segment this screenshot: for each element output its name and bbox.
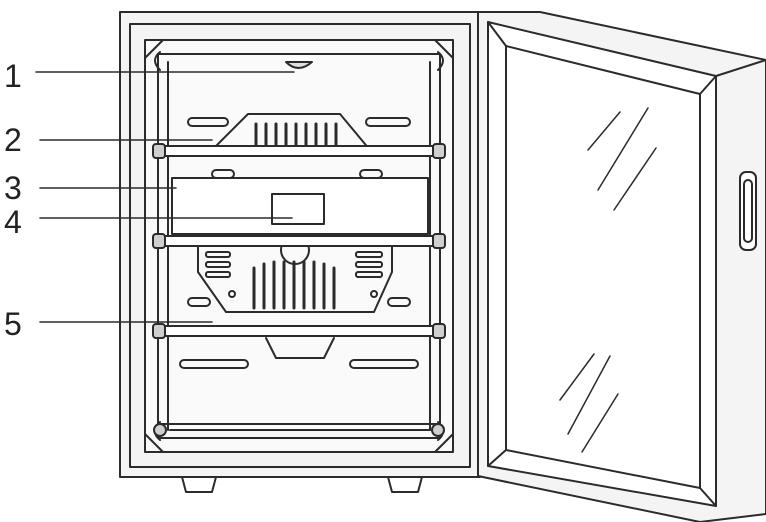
glass-door <box>477 11 766 522</box>
callout-number-1: 1 <box>4 58 22 94</box>
temperature-display <box>271 193 325 225</box>
glass-reflection <box>559 107 657 453</box>
shelf-upper <box>152 143 446 159</box>
door-handle <box>739 171 757 251</box>
wall-vent-slots <box>179 117 419 369</box>
shelf-lower <box>152 323 446 359</box>
interior-light <box>285 61 313 69</box>
callout-number-2: 2 <box>4 122 22 158</box>
shelf-middle <box>152 233 446 249</box>
callout-number-5: 5 <box>4 306 22 342</box>
callout-number-4: 4 <box>4 204 22 240</box>
cabinet-feet <box>181 476 423 493</box>
callout-number-3: 3 <box>4 170 22 206</box>
cabinet-floor <box>153 423 445 437</box>
leader-lines <box>35 71 295 323</box>
